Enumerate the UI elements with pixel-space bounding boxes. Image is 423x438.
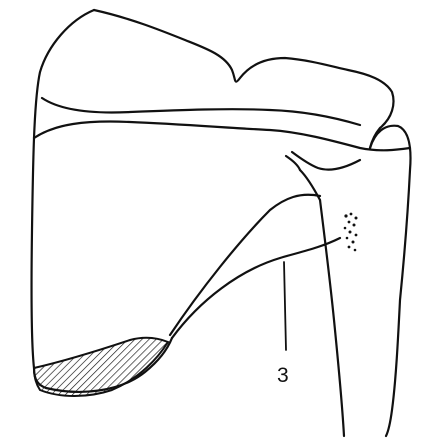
neck-inner [292, 152, 360, 170]
shaft-left-edge [320, 200, 344, 436]
transverse-line [34, 122, 410, 151]
figure-label-3: 3 [277, 364, 289, 388]
hatched-region [34, 338, 168, 396]
upper-lobe-outline [94, 10, 394, 148]
outer-contour-left [32, 10, 94, 388]
right-process-outline [370, 126, 411, 436]
upper-lobe-lower-edge [42, 98, 360, 125]
ligament-lower [172, 238, 340, 338]
leader-line-3 [284, 262, 286, 350]
neck-upper [286, 156, 300, 170]
stipple-marker [344, 213, 358, 252]
